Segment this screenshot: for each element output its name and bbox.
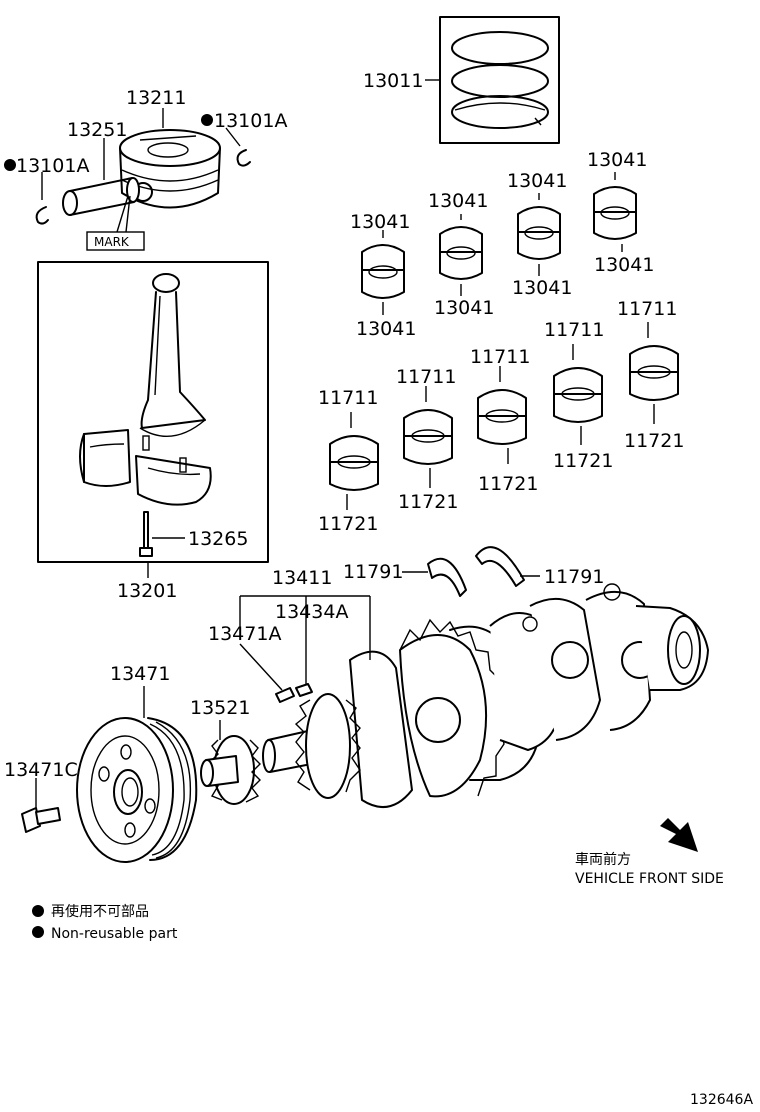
legend-label-jp: 再使用不可部品 <box>51 903 149 920</box>
label-rod-bolt: 13265 <box>188 528 248 550</box>
label-timing-sprocket: 13521 <box>190 697 250 719</box>
label-rod-assembly: 13201 <box>117 580 177 602</box>
label-rod-bearing-1-top: 13041 <box>350 211 410 233</box>
main-bearing-pair-3 <box>477 389 527 445</box>
label-pulley-bolt: 13471C <box>4 759 78 781</box>
label-main-bearing-5-bottom: 11721 <box>624 430 684 452</box>
label-piston-rings: 13011 <box>363 70 423 92</box>
timing-sprocket <box>200 735 261 805</box>
label-crank-key: 13434A <box>275 601 348 623</box>
label-rod-bearing-1-bottom: 13041 <box>356 318 416 340</box>
rod-bearing-pair-1 <box>361 244 405 299</box>
non-reusable-dot-icon <box>201 114 213 126</box>
label-rod-bearing-2-bottom: 13041 <box>434 297 494 319</box>
rod-bolt <box>139 511 153 557</box>
label-crank-pulley: 13471 <box>110 663 170 685</box>
snap-ring-right-icon <box>236 149 251 167</box>
piston-ring-set <box>439 16 560 144</box>
rod-bearing-pair-2 <box>439 226 483 280</box>
timing-gear-on-shaft <box>294 693 361 799</box>
label-mark: MARK <box>94 235 130 249</box>
label-main-bearing-1-bottom: 11721 <box>318 513 378 535</box>
direction-label-en: VEHICLE FRONT SIDE <box>575 871 724 887</box>
thrust-washer-left <box>427 557 467 597</box>
front-direction-arrow-icon <box>660 818 698 852</box>
direction-label-jp: 車両前方 <box>575 851 631 868</box>
label-rod-bearing-3-bottom: 13041 <box>512 277 572 299</box>
pulley-bolt <box>21 807 61 833</box>
main-bearing-pair-4 <box>553 367 603 423</box>
label-main-bearing-4-top: 11711 <box>544 319 604 341</box>
figure-id: 132646A <box>690 1092 753 1108</box>
thrust-washer-right <box>475 546 525 587</box>
label-rod-bearing-2-top: 13041 <box>428 190 488 212</box>
main-bearing-pair-1 <box>329 435 379 491</box>
label-main-bearing-2-top: 11711 <box>396 366 456 388</box>
label-main-bearing-5-top: 11711 <box>617 298 677 320</box>
label-piston: 13211 <box>126 87 186 109</box>
legend-label-en: Non-reusable part <box>51 926 178 942</box>
connecting-rod-assembly <box>37 261 269 563</box>
label-thrust-washer-left: 11791 <box>343 561 403 583</box>
main-bearing-pair-2 <box>403 409 453 465</box>
label-main-bearing-1-top: 11711 <box>318 387 378 409</box>
key-icon <box>295 683 313 697</box>
piston <box>119 129 221 209</box>
label-snap-ring-right: 13101A <box>214 110 287 132</box>
crank-pulley <box>76 717 198 863</box>
snap-ring-left-icon <box>35 206 49 225</box>
label-crankshaft: 13411 <box>272 567 332 589</box>
non-reusable-dot-icon <box>4 159 16 171</box>
label-rod-bearing-3-top: 13041 <box>507 170 567 192</box>
label-rod-bearing-4-top: 13041 <box>587 149 647 171</box>
legend-dot-icon <box>32 926 44 938</box>
label-main-bearing-3-top: 11711 <box>470 346 530 368</box>
legend-dot-icon <box>32 905 44 917</box>
label-rod-bearing-4-bottom: 13041 <box>594 254 654 276</box>
label-piston-pin: 13251 <box>67 119 127 141</box>
label-pulley-key: 13471A <box>208 623 281 645</box>
label-main-bearing-4-bottom: 11721 <box>553 450 613 472</box>
label-main-bearing-3-bottom: 11721 <box>478 473 538 495</box>
main-bearing-pair-5 <box>629 345 679 401</box>
rod-bearing-pair-3 <box>517 206 561 260</box>
label-main-bearing-2-bottom: 11721 <box>398 491 458 513</box>
crankshaft <box>262 583 709 809</box>
label-snap-ring-left: 13101A <box>16 155 89 177</box>
rod-bearing-pair-4 <box>593 186 637 240</box>
label-thrust-washer-right: 11791 <box>544 566 604 588</box>
key-icon <box>275 687 295 703</box>
